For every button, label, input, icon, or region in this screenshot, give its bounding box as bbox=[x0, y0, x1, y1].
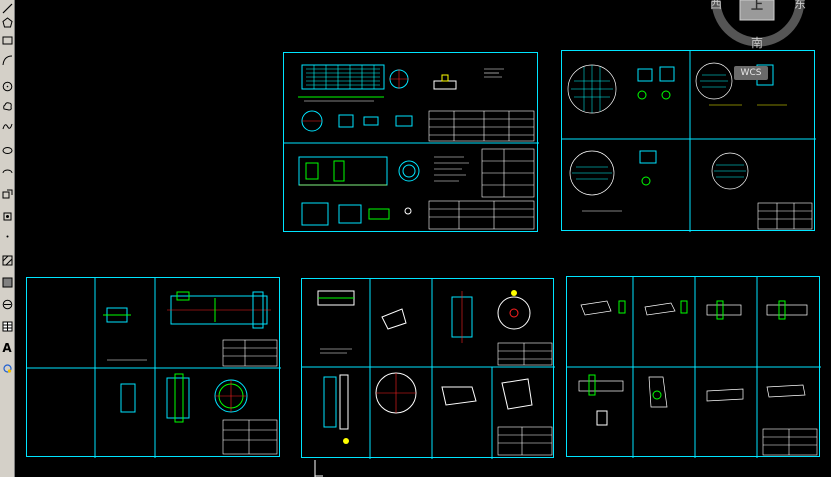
insert-block-icon[interactable] bbox=[1, 188, 13, 200]
arc-icon[interactable] bbox=[1, 54, 13, 66]
sheet-drawing bbox=[567, 277, 821, 458]
viewcube-top-face[interactable]: 上 bbox=[751, 0, 764, 12]
line-icon[interactable] bbox=[1, 2, 13, 14]
multiline-text-icon[interactable]: A bbox=[2, 341, 12, 355]
ucs-icon bbox=[314, 460, 323, 477]
circle-icon[interactable] bbox=[1, 80, 13, 92]
gradient-icon[interactable] bbox=[1, 276, 13, 288]
compass-south-label[interactable]: 南 bbox=[751, 36, 764, 50]
ellipse-icon[interactable] bbox=[1, 144, 13, 156]
sheet-drawing bbox=[302, 279, 555, 459]
compass-east-label[interactable]: 东 bbox=[794, 0, 807, 11]
ellipse-arc-icon[interactable] bbox=[1, 166, 13, 178]
point-icon[interactable] bbox=[1, 230, 13, 242]
drawing-sheet[interactable] bbox=[26, 277, 281, 458]
compass-west-label[interactable]: 西 bbox=[710, 0, 723, 11]
sheet-drawing bbox=[284, 64, 539, 230]
drawing-sheet[interactable] bbox=[566, 276, 821, 458]
viewcube[interactable]: 西 上 东 南 bbox=[706, 0, 831, 52]
sheet-drawing bbox=[562, 51, 816, 232]
table-icon[interactable] bbox=[1, 320, 13, 332]
hatch-icon[interactable] bbox=[1, 254, 13, 266]
rectangle-icon[interactable] bbox=[1, 34, 13, 46]
spline-icon[interactable] bbox=[1, 120, 13, 132]
polygon-icon[interactable] bbox=[1, 16, 13, 28]
sheet-drawing bbox=[27, 278, 281, 458]
region-icon[interactable] bbox=[1, 298, 13, 310]
make-block-icon[interactable] bbox=[1, 210, 13, 222]
drawing-sheet[interactable] bbox=[561, 50, 816, 232]
add-selected-icon[interactable] bbox=[1, 362, 13, 374]
revision-cloud-icon[interactable] bbox=[1, 100, 13, 112]
drawing-sheet[interactable] bbox=[283, 52, 539, 232]
wcs-menu-button[interactable]: WCS bbox=[734, 66, 768, 80]
compass-ring-icon bbox=[711, 0, 805, 47]
draw-toolbar: A bbox=[0, 0, 15, 477]
drawing-sheet[interactable] bbox=[301, 278, 555, 459]
